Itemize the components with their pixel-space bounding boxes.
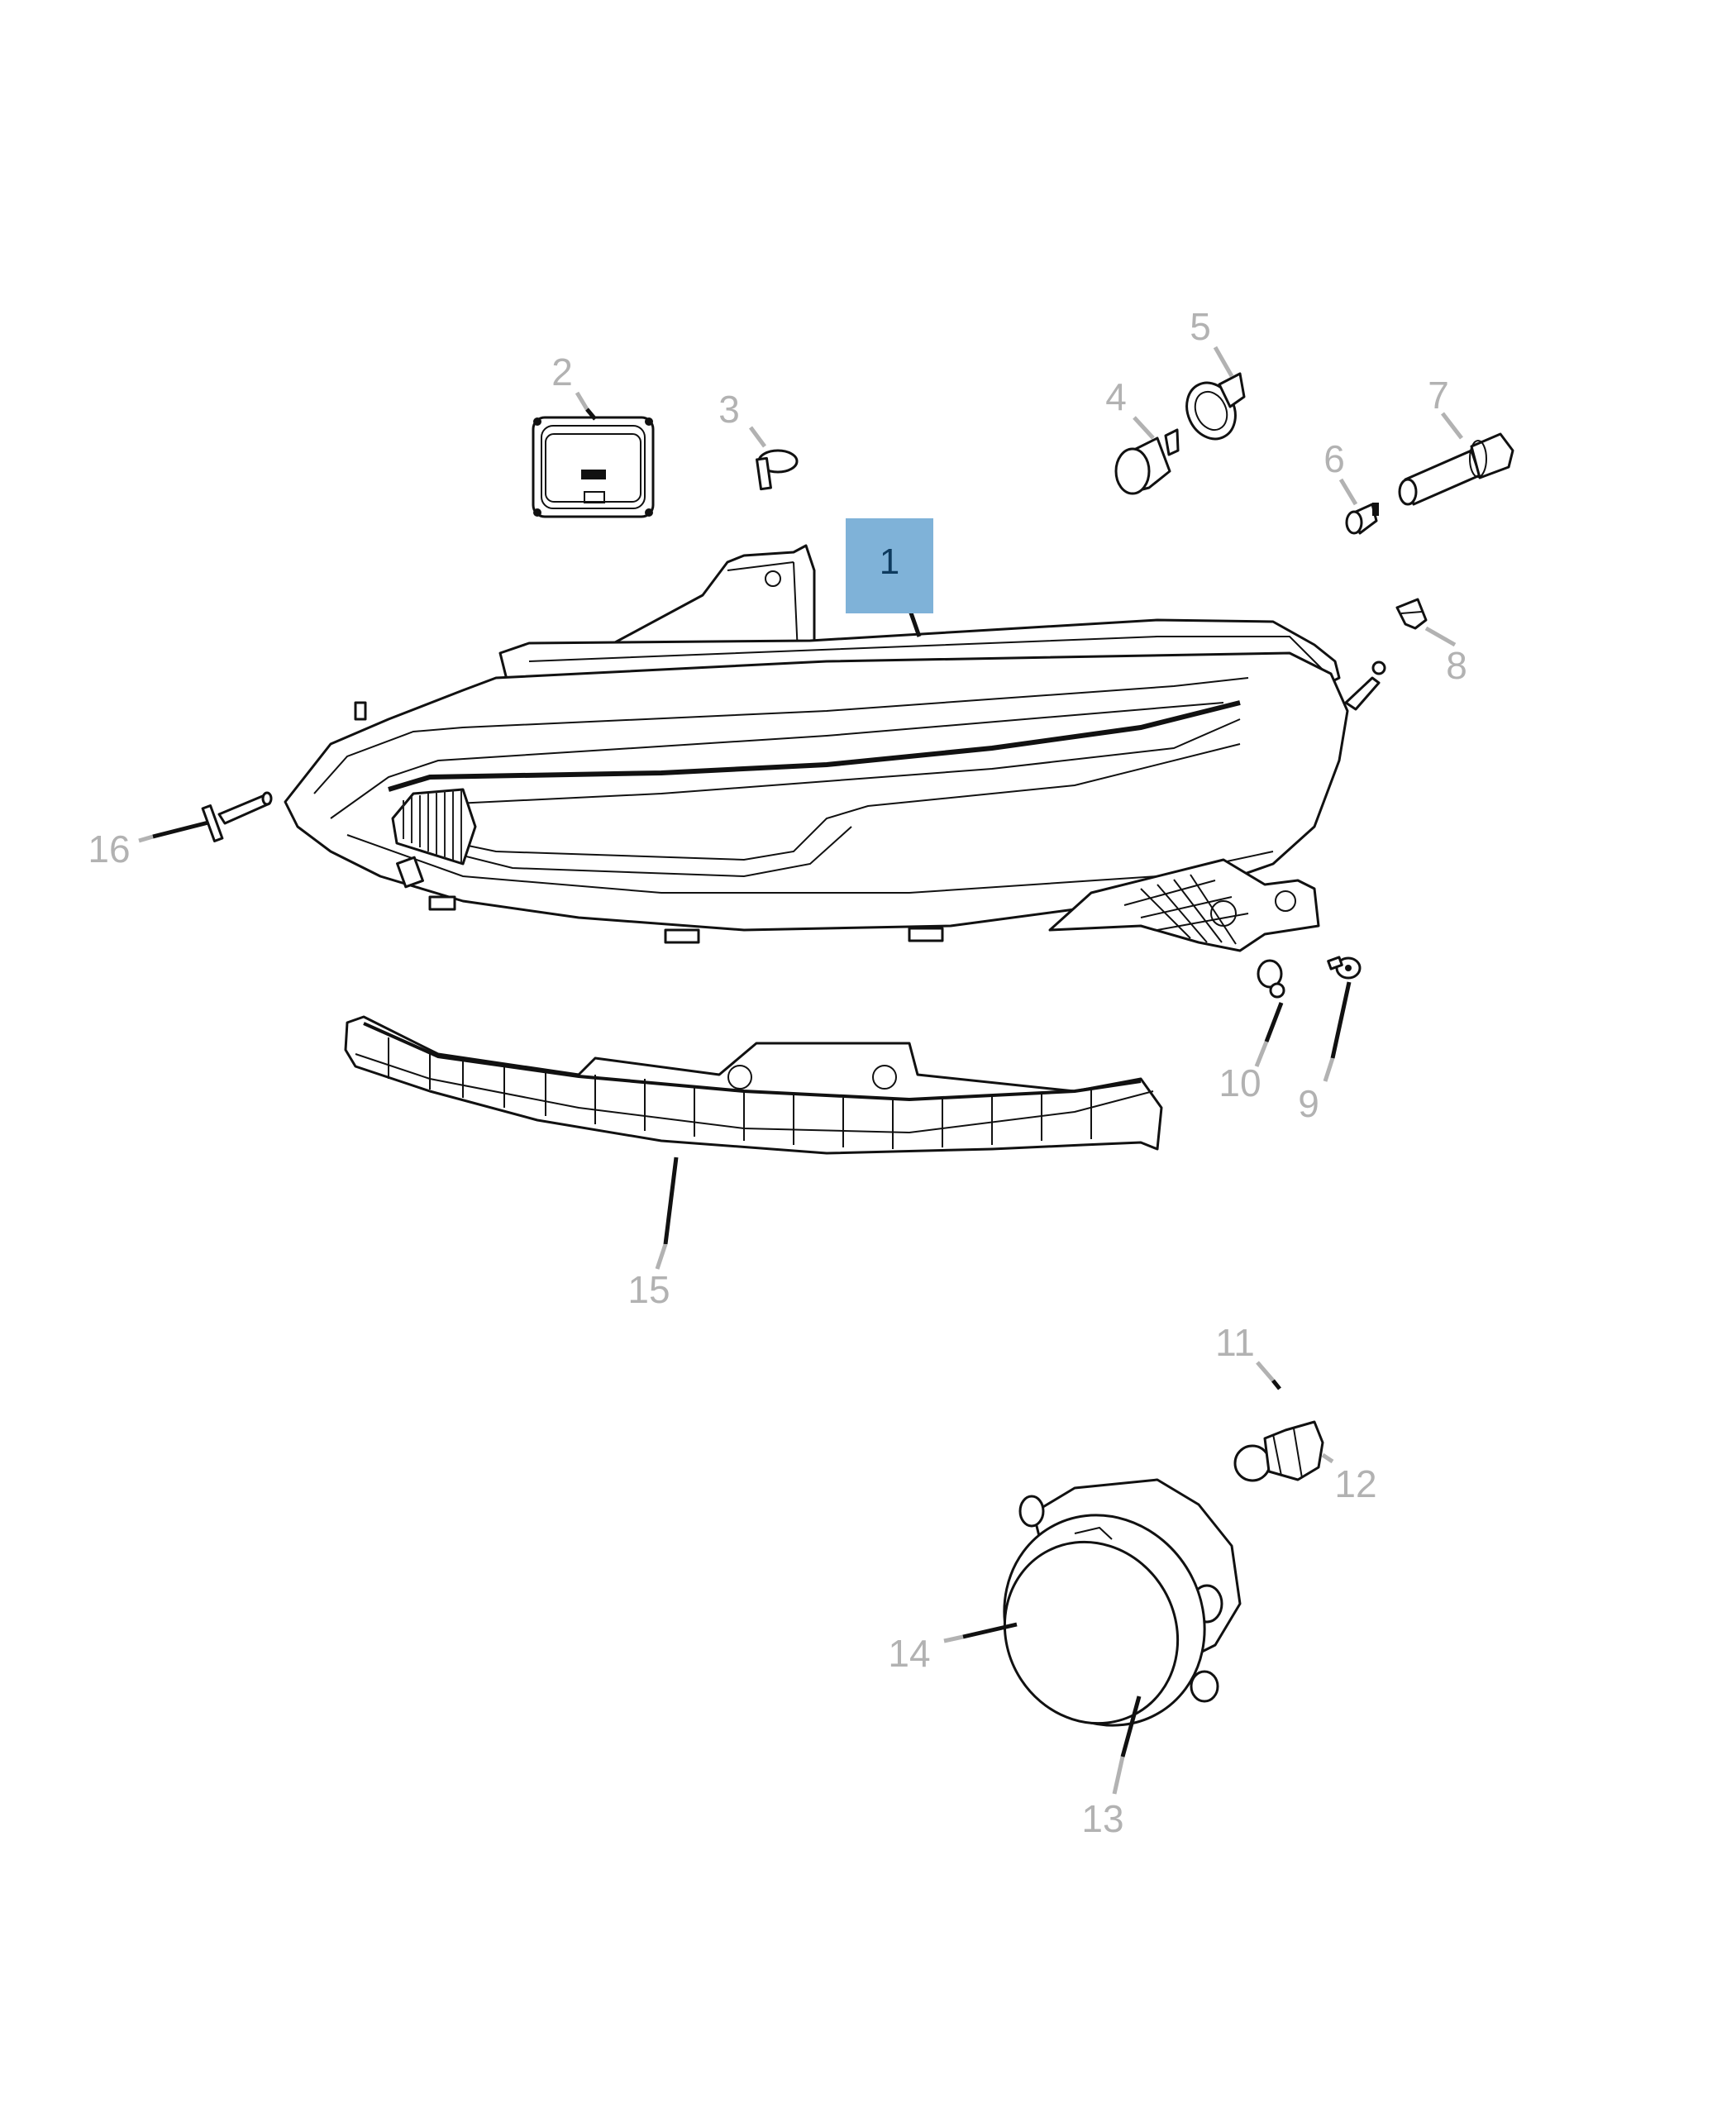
headlamp-mounting-bracket[interactable] <box>344 1015 1163 1155</box>
bulb-socket-connector[interactable] <box>1398 432 1514 506</box>
screw-stud[interactable] <box>756 449 799 491</box>
callout-10[interactable]: 10 <box>1219 1061 1261 1104</box>
headlamp-assembly[interactable] <box>284 544 1386 952</box>
push-pin-fastener[interactable] <box>1257 959 1285 999</box>
callout-1-label: 1 <box>879 541 900 582</box>
turn-signal-hatching <box>391 788 477 866</box>
bulb-socket-seal[interactable] <box>1178 372 1246 447</box>
small-wedge-bulb[interactable] <box>1345 503 1379 535</box>
callout-6[interactable]: 6 <box>1323 437 1345 480</box>
bulb-wedge[interactable] <box>1114 428 1180 495</box>
ballast-module[interactable] <box>532 416 655 518</box>
fog-lamp-bulb-socket[interactable] <box>1233 1420 1324 1482</box>
callout-4[interactable]: 4 <box>1105 375 1127 418</box>
callout-13[interactable]: 13 <box>1081 1797 1124 1840</box>
callout-12[interactable]: 12 <box>1334 1462 1377 1505</box>
callout-1-highlight[interactable]: 1 <box>846 518 933 613</box>
adjuster-stud[interactable] <box>201 791 273 842</box>
callout-9[interactable]: 9 <box>1298 1082 1319 1125</box>
callout-14[interactable]: 14 <box>888 1632 931 1675</box>
callout-8[interactable]: 8 <box>1446 644 1467 687</box>
callout-5[interactable]: 5 <box>1190 305 1211 348</box>
callout-16[interactable]: 16 <box>88 827 131 870</box>
clip-nut[interactable] <box>1395 598 1428 630</box>
callout-3[interactable]: 3 <box>718 388 740 431</box>
callout-7[interactable]: 7 <box>1428 374 1449 417</box>
leader-lines <box>138 346 1463 1795</box>
callout-15[interactable]: 15 <box>627 1268 670 1311</box>
callout-11[interactable]: 11 <box>1215 1321 1255 1364</box>
screw[interactable] <box>1327 956 1362 980</box>
fog-lamp[interactable] <box>966 1478 1242 1762</box>
callout-2[interactable]: 2 <box>551 351 573 393</box>
